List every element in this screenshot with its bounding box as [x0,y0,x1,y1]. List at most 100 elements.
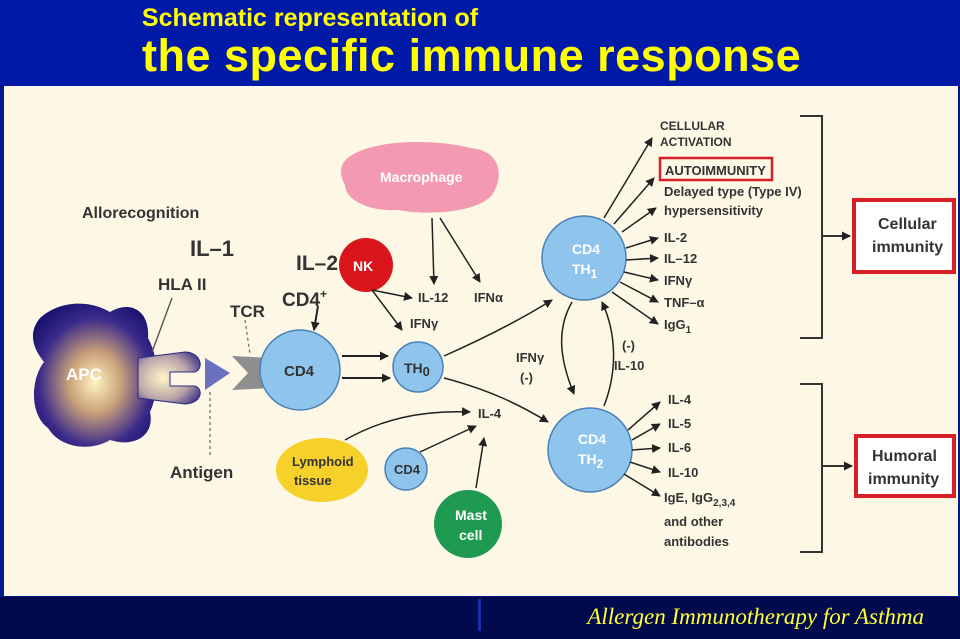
humoral-bracket [800,383,823,553]
label-lymphoid-1: Lymphoid [292,454,354,469]
label-il10-right: IL-10 [614,358,644,373]
footer-text: Allergen Immunotherapy for Asthma [587,604,924,629]
label-mast-1: Mast [455,507,487,523]
th1-to-th2-arrow [561,301,576,395]
label-apc: APC [66,365,102,384]
th1-ifng-arrow [623,271,659,283]
label-il2: IL–2 [296,252,338,275]
humoral-immunity-box [854,434,956,498]
label-allorecognition: Allorecognition [82,205,199,222]
th2-il6-arrow [631,444,661,454]
th1-cytokine-tnfa: TNF–α [664,295,705,310]
label-antigen: Antigen [170,463,233,482]
label-ige: IgE, IgG2,3,4 [664,490,736,509]
immune-response-diagram: Allorecognition IL–1 HLA II APC Antigen … [32,115,956,558]
th0-to-th2-arrow [443,377,549,423]
th2-cytokine-il10: IL-10 [668,465,698,480]
label-th1-cd4: CD4 [572,241,600,257]
th2-ige-arrow [623,473,661,497]
label-th2-cd4: CD4 [578,431,606,447]
th1-tnf-arrow [619,281,659,303]
label-cd4-small: CD4 [394,462,421,477]
label-macrophage: Macrophage [380,169,463,185]
th2-il5-arrow [631,423,661,441]
title-banner: Schematic representation of the specific… [0,0,960,86]
slide-title-line1: Schematic representation of [141,4,479,32]
antigen-triangle [205,358,230,390]
th2-cell [547,407,633,493]
label-ifng-a: IFNγ [410,316,439,331]
tcr-pointer [244,319,251,355]
nk-to-th0-arrow [371,289,403,331]
cd4plus-arrow [310,305,320,331]
label-hla-ii: HLA II [158,275,206,294]
label-cellular-immunity-1: Cellular [878,216,937,233]
nk-to-il12-arrow [371,289,413,301]
lymphoid-tissue [276,438,368,502]
th2-il10-arrow [629,461,661,474]
label-il1: IL–1 [190,236,234,261]
th0-to-th1-arrow [443,299,553,357]
label-cd4-plus: CD4+ [282,287,327,311]
macrophage-cell [340,142,499,213]
slide-title-line2: the specific immune response [142,30,802,81]
mast-arrow [475,437,488,489]
cd4-small-arrow [419,425,477,453]
footer-bar [0,597,960,639]
autoimmunity-box [658,156,774,182]
th0-cell [392,341,444,393]
th2-to-th1-arrow [601,301,615,407]
th1-igg-arrow [611,291,659,325]
label-ifna: IFNα [474,290,503,305]
label-other-antibodies-1: and other [664,514,723,529]
cd4-cell [259,329,341,411]
label-lymphoid-2: tissue [294,473,332,488]
label-autoimmunity: AUTOIMMUNITY [665,163,766,178]
label-th0: TH0 [404,360,430,379]
label-il12-a: IL-12 [418,290,448,305]
cd4-small-cell [384,447,428,491]
label-hypersensitivity: hypersensitivity [664,203,764,218]
label-il4-mid: IL-4 [478,406,502,421]
label-cd4-cell: CD4 [284,363,315,380]
label-humoral-immunity-1: Humoral [872,448,937,465]
th1-cytokine-il12: IL–12 [664,251,697,266]
label-cellular: CELLULAR [660,119,725,133]
hla-pointer [151,297,173,353]
label-humoral-immunity-2: immunity [868,471,939,488]
label-nk: NK [353,258,373,274]
label-other-antibodies-2: antibodies [664,534,729,549]
label-mast-2: cell [459,527,482,543]
apc-cell [32,303,158,447]
th1-cytokine-il2: IL-2 [664,230,687,245]
footer-divider [478,599,481,631]
th1-il2-arrow [625,236,659,249]
label-delayed: Delayed type (Type IV) [664,184,802,199]
label-cellular-immunity-2: immunity [872,239,943,256]
th1-autoimmunity-arrow [613,177,655,225]
label-tcr: TCR [230,302,265,321]
cellular-immunity-box [852,198,956,274]
th2-cytokine-il4: IL-4 [668,392,692,407]
th1-cell [541,215,627,301]
hla-receptor [137,351,201,405]
th1-cellular-activation-arrow [603,137,653,219]
nk-cell [339,238,393,292]
label-activation: ACTIVATION [660,135,732,149]
label-th1: TH1 [572,261,598,281]
label-th2: TH2 [578,451,604,471]
macrophage-il12-arrow [429,217,439,285]
th1-il12-arrow [625,254,659,263]
mast-cell [434,490,502,558]
label-ifng-mid: IFNγ [516,350,545,365]
th1-cytokine-ifng: IFNγ [664,273,693,288]
lymphoid-arrow [344,407,471,441]
diagram-panel: Allorecognition IL–1 HLA II APC Antigen … [4,86,958,596]
th2-cytokine-il5: IL-5 [668,416,691,431]
macrophage-ifna-arrow [439,217,481,283]
th2-cytokine-il6: IL-6 [668,440,691,455]
th2-il4-arrow [627,401,661,431]
th1-cytokine-igg1: IgG1 [664,317,692,336]
th1-delayed-arrow [621,207,657,233]
cellular-bracket [800,115,823,339]
